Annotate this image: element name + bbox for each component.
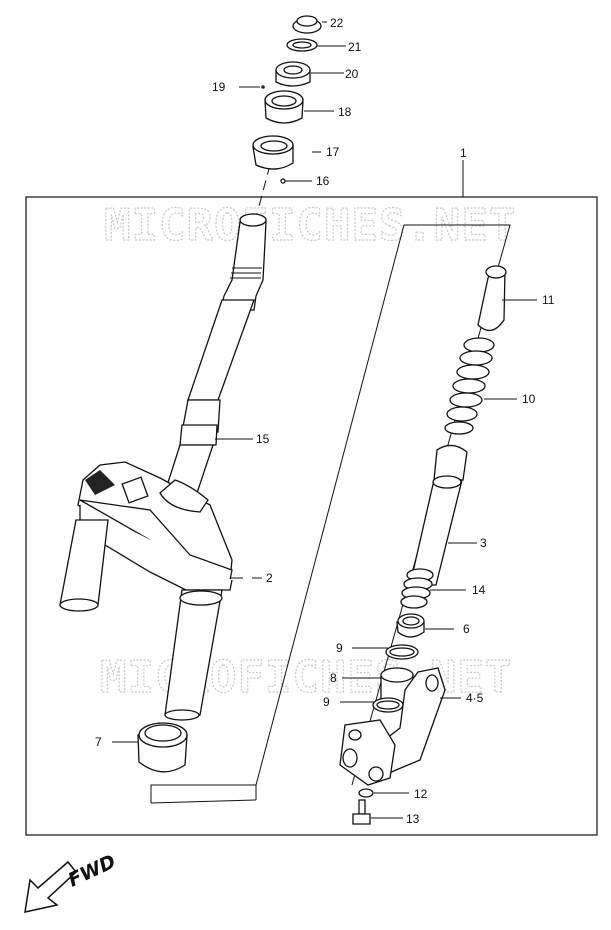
callout-7: 7 [95, 735, 102, 749]
part-3-damper [409, 444, 468, 586]
callout-11: 11 [542, 293, 555, 307]
callout-17: 17 [326, 145, 340, 159]
watermark-bottom: MICROFICHES.NET [100, 652, 512, 703]
callout-6: 6 [463, 622, 470, 636]
callout-12: 12 [414, 787, 428, 801]
part-10-spring [444, 337, 495, 435]
assembly-outline-bottom [150, 799, 257, 804]
callout-9-lower: 9 [323, 695, 330, 709]
direction-label: FWD [65, 851, 119, 892]
part-17-bearing [252, 135, 294, 170]
part-14-boot [400, 568, 434, 609]
callout-21: 21 [348, 40, 362, 54]
callout-8: 8 [330, 671, 337, 685]
part-15-steering-stem [155, 213, 267, 521]
leader-lines [112, 21, 537, 819]
callout-10: 10 [522, 392, 536, 406]
part-6-bushing [396, 613, 425, 638]
callout-13: 13 [406, 812, 420, 826]
part-12-washer [358, 788, 374, 798]
callout-14: 14 [472, 583, 486, 597]
callout-18: 18 [338, 105, 352, 119]
callout-16: 16 [316, 174, 330, 188]
part-20-nut [275, 61, 311, 87]
part-2-fork-bracket [59, 461, 233, 721]
callout-1: 1 [460, 146, 467, 160]
part-11-bumper [477, 265, 507, 332]
diagram-frame [25, 196, 598, 836]
callout-2: 2 [266, 571, 273, 585]
part-13-bolt [352, 799, 371, 825]
callout-19: 19 [212, 80, 226, 94]
part-18-race [264, 90, 304, 124]
callout-15: 15 [256, 432, 270, 446]
callout-20: 20 [345, 67, 359, 81]
callout-9-upper: 9 [336, 641, 343, 655]
part-9-circlip-upper [385, 644, 419, 660]
part-19-ball [261, 85, 265, 89]
part-9-circlip-lower [372, 697, 404, 713]
part-16-ball [280, 178, 286, 184]
part-4-5-lower-bracket [339, 667, 446, 786]
callout-3: 3 [480, 536, 487, 550]
arrow-down-left-icon [24, 860, 78, 913]
part-22-cap [292, 15, 322, 34]
part-21-washer [286, 38, 318, 52]
part-7-cap [137, 722, 188, 773]
callout-4-5: 4·5 [466, 691, 484, 705]
callout-22: 22 [330, 16, 344, 30]
stem-centerline [257, 164, 271, 211]
